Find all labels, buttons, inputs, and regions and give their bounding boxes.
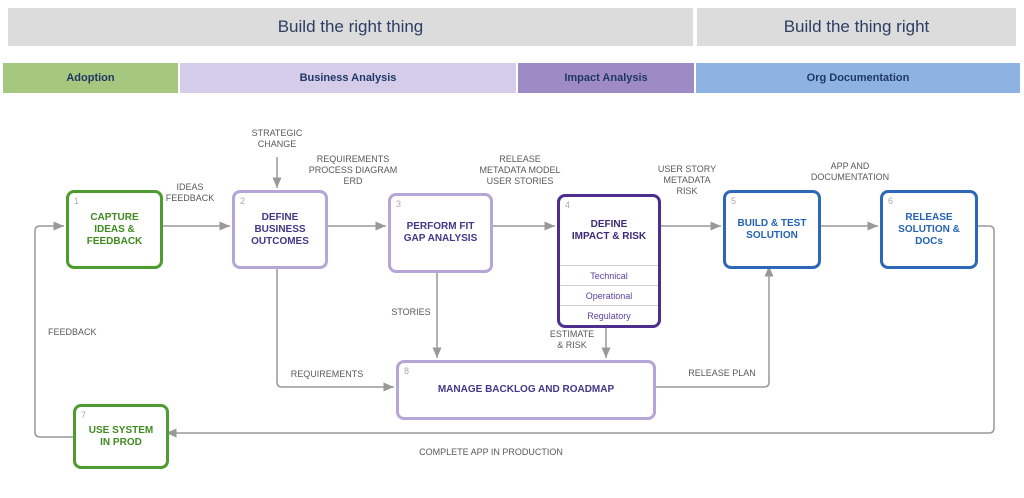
box-build-test-solution: 5 BUILD & TEST SOLUTION bbox=[723, 190, 821, 269]
box-release-solution-docs: 6 RELEASE SOLUTION & DOCs bbox=[880, 190, 978, 269]
box-manage-backlog-roadmap: 8 MANAGE BACKLOG AND ROADMAP bbox=[396, 360, 656, 420]
step-number: 6 bbox=[888, 196, 894, 206]
impact-row-regulatory: Regulatory bbox=[560, 305, 658, 325]
step-number: 1 bbox=[74, 196, 80, 206]
edge-label-estimate-risk: ESTIMATE & RISK bbox=[549, 329, 595, 350]
edge-label-user-story-metadata-risk: USER STORY METADATA RISK bbox=[657, 164, 717, 196]
edge-label-ideas-feedback: IDEAS FEEDBACK bbox=[165, 182, 215, 203]
edge-label-stories: STORIES bbox=[391, 307, 431, 317]
lane-org-documentation: Org Documentation bbox=[696, 63, 1020, 93]
step-number: 4 bbox=[565, 200, 571, 210]
box-label: DEFINE BUSINESS OUTCOMES bbox=[251, 211, 309, 247]
box-label: USE SYSTEM IN PROD bbox=[88, 424, 154, 448]
edge-label-release-plan: RELEASE PLAN bbox=[688, 368, 756, 378]
box-label: PERFORM FIT GAP ANALYSIS bbox=[403, 221, 478, 244]
edge-label-requirements-process-diagram-erd: REQUIREMENTS PROCESS DIAGRAM ERD bbox=[308, 154, 398, 186]
box-label: RELEASE SOLUTION & DOCs bbox=[898, 211, 960, 247]
box-label: BUILD & TEST SOLUTION bbox=[737, 217, 807, 241]
lane-adoption: Adoption bbox=[3, 63, 178, 93]
edge-label-strategic-change: STRATEGIC CHANGE bbox=[251, 128, 303, 149]
box-define-impact-risk: 4 DEFINE IMPACT & RISK Technical Operati… bbox=[557, 194, 661, 328]
box-use-system-in-prod: 7 USE SYSTEM IN PROD bbox=[73, 404, 169, 469]
header-build-right-thing: Build the right thing bbox=[8, 8, 693, 46]
box-label: MANAGE BACKLOG AND ROADMAP bbox=[437, 384, 615, 395]
edge-label-release-metadata-model-user-stories: RELEASE METADATA MODEL USER STORIES bbox=[479, 154, 561, 186]
box-define-business-outcomes: 2 DEFINE BUSINESS OUTCOMES bbox=[232, 190, 328, 269]
impact-row-operational: Operational bbox=[560, 285, 658, 305]
edge-label-requirements: REQUIREMENTS bbox=[290, 369, 364, 379]
header-build-thing-right: Build the thing right bbox=[697, 8, 1016, 46]
box-label: DEFINE IMPACT & RISK bbox=[571, 219, 647, 242]
step-number: 3 bbox=[396, 199, 402, 209]
step-number: 5 bbox=[731, 196, 737, 206]
edge-label-app-and-documentation: APP AND DOCUMENTATION bbox=[810, 161, 890, 182]
box-label: CAPTURE IDEAS & FEEDBACK bbox=[86, 211, 143, 247]
step-number: 8 bbox=[404, 366, 410, 376]
step-number: 7 bbox=[81, 410, 87, 420]
box-perform-fit-gap-analysis: 3 PERFORM FIT GAP ANALYSIS bbox=[388, 193, 493, 273]
edge-label-complete-app-in-production: COMPLETE APP IN PRODUCTION bbox=[419, 447, 563, 457]
lane-impact-analysis: Impact Analysis bbox=[518, 63, 694, 93]
box-capture-ideas-feedback: 1 CAPTURE IDEAS & FEEDBACK bbox=[66, 190, 163, 269]
edge-label-feedback: FEEDBACK bbox=[48, 327, 97, 337]
lane-business-analysis: Business Analysis bbox=[180, 63, 516, 93]
impact-row-technical: Technical bbox=[560, 265, 658, 285]
step-number: 2 bbox=[240, 196, 246, 206]
